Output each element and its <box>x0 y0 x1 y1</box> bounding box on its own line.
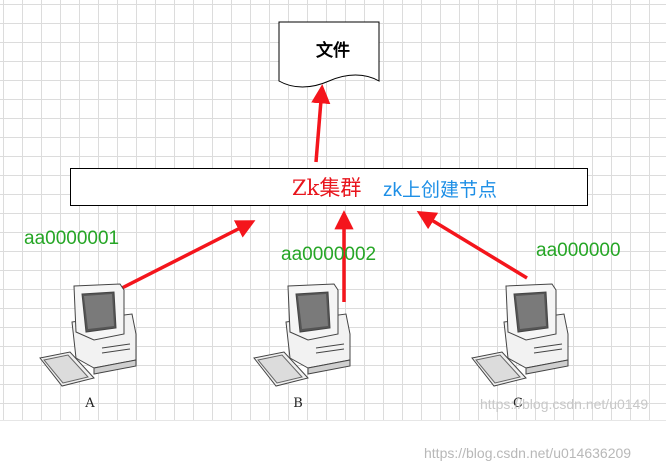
cluster-title: Zk集群 <box>292 176 362 200</box>
desktop-computer-icon <box>253 283 351 387</box>
desktop-computer-icon <box>39 283 137 387</box>
inner-watermark: https://blog.csdn.net/u0149 <box>480 396 649 412</box>
node-b-letter: B <box>293 396 303 411</box>
node-a-letter: A <box>85 396 95 411</box>
arrow-a-to-cluster <box>121 220 256 290</box>
footer-strip: https://blog.csdn.net/u014636209 <box>0 420 666 472</box>
arrow-c-to-cluster <box>416 211 528 280</box>
document-label: 文件 <box>316 41 350 61</box>
node-a-label: aa0000001 <box>24 228 120 249</box>
desktop-computer-icon <box>471 283 569 387</box>
footer-watermark: https://blog.csdn.net/u014636209 <box>424 445 632 461</box>
node-c-letter: C <box>513 396 523 411</box>
diagram-canvas: 文件 Zk集群 zk上创建节点 aa0000001 aa0000002 aa00… <box>0 0 666 420</box>
arrows-layer <box>121 84 528 302</box>
arrow-cluster-to-document <box>311 84 331 163</box>
cluster-note: zk上创建节点 <box>383 180 498 201</box>
node-c-label: aa000000 <box>536 240 621 261</box>
node-b-label: aa0000002 <box>281 244 377 265</box>
zk-cluster-box <box>70 168 588 206</box>
document-shape <box>278 21 380 88</box>
